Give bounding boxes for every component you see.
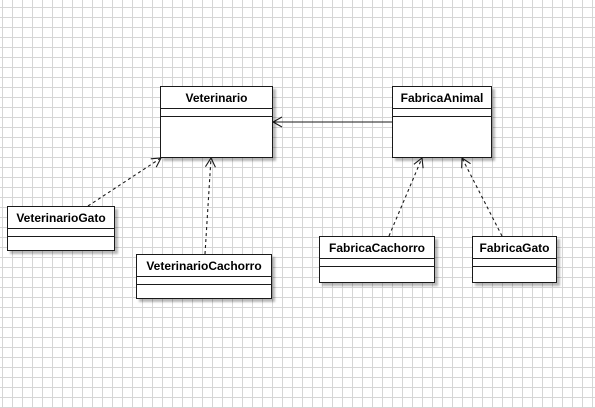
class-fabrica-gato[interactable]: FabricaGato xyxy=(472,236,557,283)
attributes-compartment xyxy=(8,229,114,237)
attributes-compartment xyxy=(320,259,434,267)
class-name: FabricaGato xyxy=(473,237,556,259)
class-name: Veterinario xyxy=(161,87,272,109)
attributes-compartment xyxy=(161,109,272,117)
class-name: FabricaAnimal xyxy=(393,87,491,109)
dependency-line-veterinario-cachorro[interactable] xyxy=(204,156,216,255)
class-name: VeterinarioGato xyxy=(8,207,114,229)
dependency-line-veterinario-gato[interactable] xyxy=(87,157,162,207)
class-fabrica-cachorro[interactable]: FabricaCachorro xyxy=(319,236,435,283)
class-name: VeterinarioCachorro xyxy=(137,255,271,277)
dependency-line-fabrica-gato[interactable] xyxy=(461,156,503,237)
class-name: FabricaCachorro xyxy=(320,237,434,259)
class-veterinario[interactable]: Veterinario xyxy=(160,86,273,158)
class-veterinario-gato[interactable]: VeterinarioGato xyxy=(7,206,115,251)
dependency-line-fabrica-cachorro[interactable] xyxy=(388,156,424,237)
attributes-compartment xyxy=(137,277,271,285)
class-veterinario-cachorro[interactable]: VeterinarioCachorro xyxy=(136,254,272,299)
attributes-compartment xyxy=(473,259,556,267)
class-fabrica-animal[interactable]: FabricaAnimal xyxy=(392,86,492,158)
attributes-compartment xyxy=(393,109,491,117)
